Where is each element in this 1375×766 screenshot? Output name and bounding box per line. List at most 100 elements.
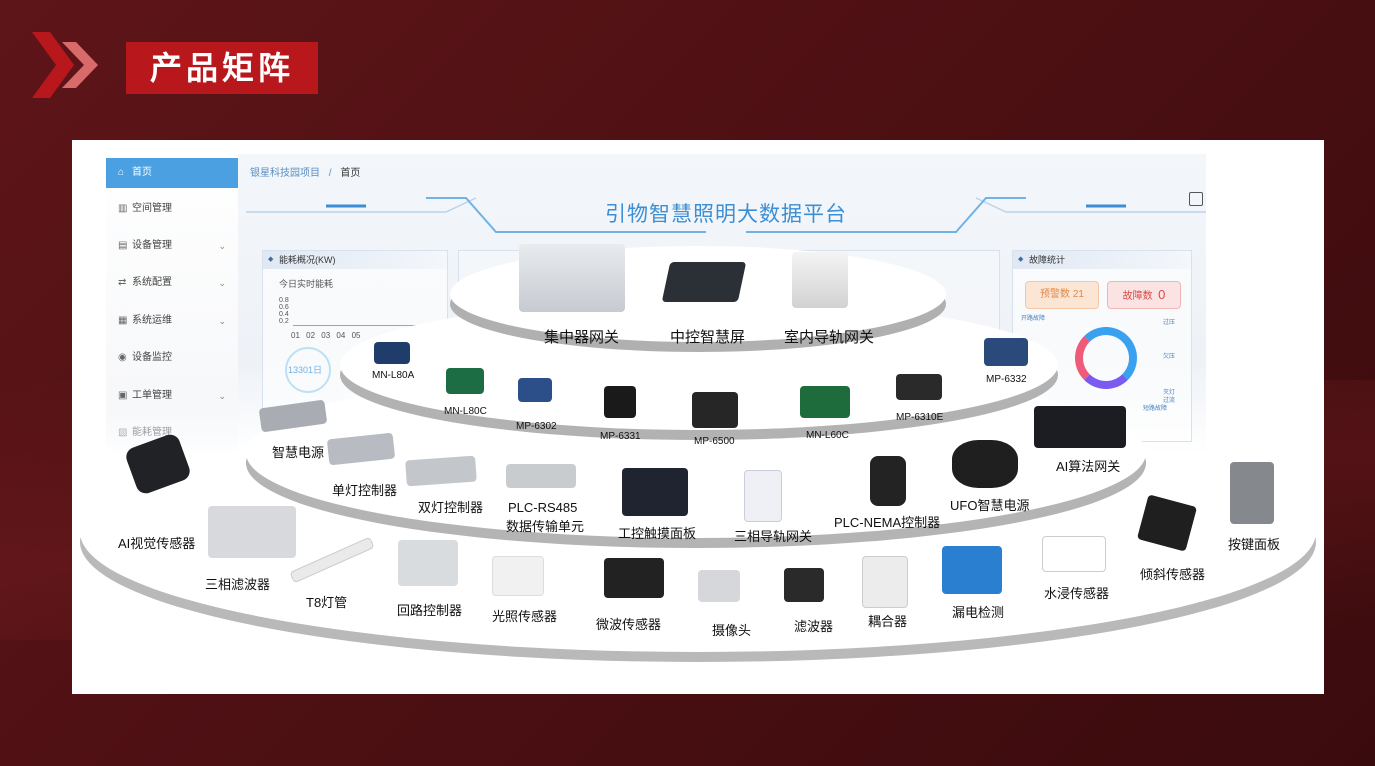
module-image bbox=[374, 342, 410, 364]
product-label: 耦合器 bbox=[868, 614, 908, 629]
product-label: MN-L60C bbox=[806, 430, 849, 441]
module-image bbox=[692, 392, 738, 428]
sidebar: ⌂ 首页 ▥ 空间管理 ▤ 设备管理 ⌄ ⇄ 系统配置 ⌄ ▦ 系统运维 ⌄ bbox=[106, 154, 238, 454]
map-icon: ▥ bbox=[118, 203, 128, 214]
touch-panel-image bbox=[622, 468, 688, 516]
module-image bbox=[896, 374, 942, 400]
module-image bbox=[518, 378, 552, 402]
product-label: PLC-RS485 bbox=[508, 500, 578, 515]
product-label: MN-L80C bbox=[444, 406, 487, 417]
x-tick-labels: 01 02 03 04 05 bbox=[291, 331, 361, 340]
three-phase-gateway-image bbox=[744, 470, 782, 522]
product-label: 集中器网关 bbox=[544, 329, 620, 346]
sidebar-item-workorder[interactable]: ▣ 工单管理 ⌄ bbox=[106, 381, 238, 411]
sidebar-item-config[interactable]: ⇄ 系统配置 ⌄ bbox=[106, 268, 238, 298]
product-label: 按键面板 bbox=[1228, 537, 1281, 552]
tools-icon: ▦ bbox=[118, 315, 128, 326]
product-label: 中控智慧屏 bbox=[670, 329, 746, 346]
din-rail-gateway-image bbox=[792, 252, 848, 308]
chevron-down-icon: ⌄ bbox=[218, 316, 226, 326]
product-label: 滤波器 bbox=[794, 619, 834, 634]
energy-value: 13301日 bbox=[288, 365, 323, 375]
ai-gateway-image bbox=[1034, 406, 1126, 448]
filter-image bbox=[784, 568, 824, 602]
breadcrumb: 银星科技园项目 / 首页 bbox=[250, 164, 366, 179]
product-label: MP-6331 bbox=[600, 431, 641, 442]
product-label: 水浸传感器 bbox=[1044, 586, 1110, 601]
monitor-icon: ◉ bbox=[118, 352, 127, 363]
light-sensor-image bbox=[492, 556, 544, 596]
chevron-down-icon: ⌄ bbox=[218, 241, 226, 251]
title-frame-decoration bbox=[246, 197, 1206, 233]
fault-badge[interactable]: 故障数 0 bbox=[1107, 281, 1181, 309]
product-label: 三相滤波器 bbox=[205, 577, 271, 592]
plc-rs485-image bbox=[506, 464, 576, 488]
breadcrumb-separator: / bbox=[328, 168, 332, 179]
product-label: 倾斜传感器 bbox=[1140, 567, 1206, 582]
warning-badge[interactable]: 预警数 21 bbox=[1025, 281, 1099, 309]
product-label: MP-6500 bbox=[694, 436, 735, 447]
energy-gauge bbox=[285, 347, 331, 393]
energy-card-title: 能耗概况(KW) bbox=[263, 251, 447, 269]
product-label: T8灯管 bbox=[306, 595, 348, 610]
module-image bbox=[800, 386, 850, 418]
grid-icon: ▣ bbox=[118, 390, 128, 401]
product-label: 摄像头 bbox=[712, 623, 752, 638]
home-icon: ⌂ bbox=[118, 167, 125, 178]
microwave-sensor-image bbox=[604, 558, 664, 598]
product-label: MP-6332 bbox=[986, 374, 1027, 385]
product-label: 数据传输单元 bbox=[506, 519, 585, 534]
product-label: 回路控制器 bbox=[397, 603, 463, 618]
page-title: 产品矩阵 bbox=[126, 42, 318, 94]
coupler-image bbox=[862, 556, 908, 608]
dual-lamp-controller-image bbox=[405, 455, 477, 487]
fault-donut bbox=[1075, 327, 1137, 389]
module-image bbox=[984, 338, 1028, 366]
sidebar-item-home[interactable]: ⌂ 首页 bbox=[106, 158, 238, 188]
product-label: MP-6310E bbox=[896, 412, 944, 423]
breadcrumb-current: 首页 bbox=[340, 168, 361, 179]
product-label: 单灯控制器 bbox=[332, 483, 398, 498]
product-label: PLC-NEMA控制器 bbox=[834, 515, 941, 530]
product-label: 工控触摸面板 bbox=[618, 526, 697, 541]
plc-nema-image bbox=[870, 456, 906, 506]
fault-card-title: 故障统计 bbox=[1013, 251, 1191, 269]
chevron-down-icon: ⌄ bbox=[218, 391, 226, 401]
chevron-down-icon: ⌄ bbox=[218, 278, 226, 288]
sidebar-item-monitor[interactable]: ◉ 设备监控 bbox=[118, 352, 172, 363]
product-label: 智慧电源 bbox=[272, 445, 325, 460]
sidebar-item-device[interactable]: ▤ 设备管理 ⌄ bbox=[106, 231, 238, 261]
product-label: 光照传感器 bbox=[492, 609, 558, 624]
loop-controller-image bbox=[398, 540, 458, 586]
double-chevron-icon bbox=[32, 32, 98, 98]
product-label: MN-L80A bbox=[372, 370, 415, 381]
product-label: 漏电检测 bbox=[952, 605, 1005, 620]
dashboard-title: 引物智慧照明大数据平台 bbox=[605, 203, 847, 226]
water-sensor-image bbox=[1042, 536, 1106, 572]
module-image bbox=[604, 386, 636, 418]
sidebar-item-ops[interactable]: ▦ 系统运维 ⌄ bbox=[106, 306, 238, 336]
product-label: AI视觉传感器 bbox=[118, 536, 196, 551]
energy-icon: ▧ bbox=[118, 427, 128, 438]
key-panel-image bbox=[1230, 462, 1274, 524]
product-matrix-panel: ⌂ 首页 ▥ 空间管理 ▤ 设备管理 ⌄ ⇄ 系统配置 ⌄ ▦ 系统运维 ⌄ bbox=[72, 140, 1324, 694]
breadcrumb-project[interactable]: 银星科技园项目 bbox=[250, 168, 320, 179]
smart-screen-image bbox=[661, 262, 747, 302]
camera-image bbox=[698, 570, 740, 602]
sidebar-item-space[interactable]: ▥ 空间管理 bbox=[118, 203, 172, 214]
product-label: AI算法网关 bbox=[1056, 459, 1121, 474]
sidebar-item-energy[interactable]: ▧ 能耗管理 bbox=[118, 427, 172, 438]
y-tick-labels: 0.8 0.6 0.4 0.2 bbox=[279, 297, 289, 325]
product-label: 室内导轨网关 bbox=[784, 329, 875, 346]
ufo-power-image bbox=[952, 440, 1018, 488]
product-label: UFO智慧电源 bbox=[950, 498, 1030, 513]
product-label: 双灯控制器 bbox=[418, 500, 484, 515]
three-phase-filter-image bbox=[208, 506, 296, 558]
module-image bbox=[446, 368, 484, 394]
fullscreen-icon[interactable] bbox=[1189, 192, 1203, 206]
product-label: MP-6302 bbox=[516, 421, 557, 432]
energy-subtitle: 今日实时能耗 bbox=[279, 279, 334, 289]
product-label: 微波传感器 bbox=[596, 617, 662, 632]
leakage-detector-image bbox=[942, 546, 1002, 594]
energy-line bbox=[293, 325, 433, 326]
